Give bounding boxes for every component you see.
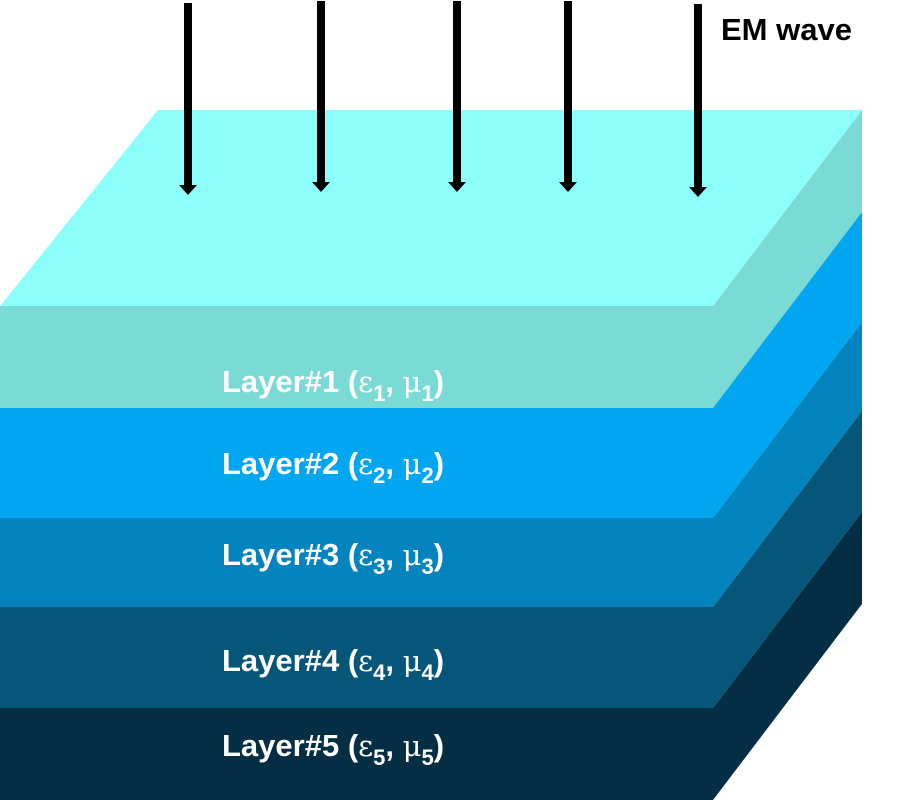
separator: ,: [385, 446, 402, 481]
arrow-shaft: [184, 3, 192, 187]
mu-symbol: μ: [403, 538, 422, 572]
layer-1-side-face: [713, 110, 862, 408]
mu-index: 3: [422, 554, 434, 579]
layer-4-side-face: [713, 411, 862, 708]
layer-1-label: Layer#1 (ε1, μ1): [222, 364, 444, 406]
layer-5-front-face: [0, 708, 713, 800]
arrow-shaft: [694, 4, 702, 189]
epsilon-index: 5: [373, 745, 385, 770]
arrow-down-icon: [559, 1, 577, 192]
layer-3-side-face: [713, 322, 862, 607]
separator: ,: [385, 537, 402, 572]
layer-5-side-face: [713, 512, 862, 800]
layer-3-front-face: [0, 518, 713, 607]
arrow-shaft: [317, 1, 325, 184]
layer-4-label: Layer#4 (ε4, μ4): [222, 643, 444, 685]
front-faces: [0, 306, 713, 800]
arrow-head: [179, 185, 197, 195]
layer-name: Layer#3 (: [222, 537, 359, 572]
close-paren: ): [434, 643, 444, 678]
arrow-shaft: [564, 1, 572, 184]
separator: ,: [385, 364, 402, 399]
layer-2-label: Layer#2 (ε2, μ2): [222, 446, 444, 488]
arrow-down-icon: [689, 4, 707, 197]
layer-5-label: Layer#5 (ε5, μ5): [222, 728, 444, 770]
arrow-head: [448, 182, 466, 192]
layer-2-side-face: [713, 212, 862, 518]
layer-name: Layer#2 (: [222, 446, 359, 481]
mu-index: 2: [422, 463, 434, 488]
mu-symbol: μ: [403, 447, 422, 481]
layer-1-front-face: [0, 306, 713, 408]
epsilon-index: 2: [373, 463, 385, 488]
layer-labels: Layer#1 (ε1, μ1)Layer#2 (ε2, μ2)Layer#3 …: [222, 364, 444, 770]
epsilon-symbol: ε: [358, 447, 373, 481]
layer-name: Layer#1 (: [222, 364, 359, 399]
epsilon-index: 4: [373, 660, 386, 685]
separator: ,: [385, 643, 402, 678]
arrow-down-icon: [448, 1, 466, 192]
mu-index: 1: [422, 381, 434, 406]
side-faces: [713, 110, 862, 800]
mu-symbol: μ: [403, 644, 422, 678]
epsilon-symbol: ε: [358, 729, 373, 763]
epsilon-symbol: ε: [358, 365, 373, 399]
arrow-head: [689, 187, 707, 197]
arrow-shaft: [453, 1, 461, 184]
mu-symbol: μ: [403, 729, 422, 763]
close-paren: ): [434, 364, 444, 399]
mu-symbol: μ: [403, 365, 422, 399]
layer-name: Layer#4 (: [222, 643, 359, 678]
top-face: [0, 110, 862, 306]
em-wave-label: EM wave: [721, 12, 852, 47]
layer-4-front-face: [0, 607, 713, 708]
epsilon-symbol: ε: [358, 644, 373, 678]
separator: ,: [385, 728, 402, 763]
epsilon-index: 3: [373, 554, 385, 579]
mu-index: 5: [422, 745, 434, 770]
layer-2-front-face: [0, 408, 713, 518]
arrow-down-icon: [312, 1, 330, 192]
close-paren: ): [434, 728, 444, 763]
layer-name: Layer#5 (: [222, 728, 359, 763]
close-paren: ): [434, 446, 444, 481]
layer-3-label: Layer#3 (ε3, μ3): [222, 537, 444, 579]
arrow-down-icon: [179, 3, 197, 195]
mu-index: 4: [422, 660, 435, 685]
arrow-head: [559, 182, 577, 192]
arrow-head: [312, 182, 330, 192]
epsilon-index: 1: [373, 381, 385, 406]
epsilon-symbol: ε: [358, 538, 373, 572]
em-wave-arrows: [179, 1, 707, 197]
close-paren: ): [434, 537, 444, 572]
